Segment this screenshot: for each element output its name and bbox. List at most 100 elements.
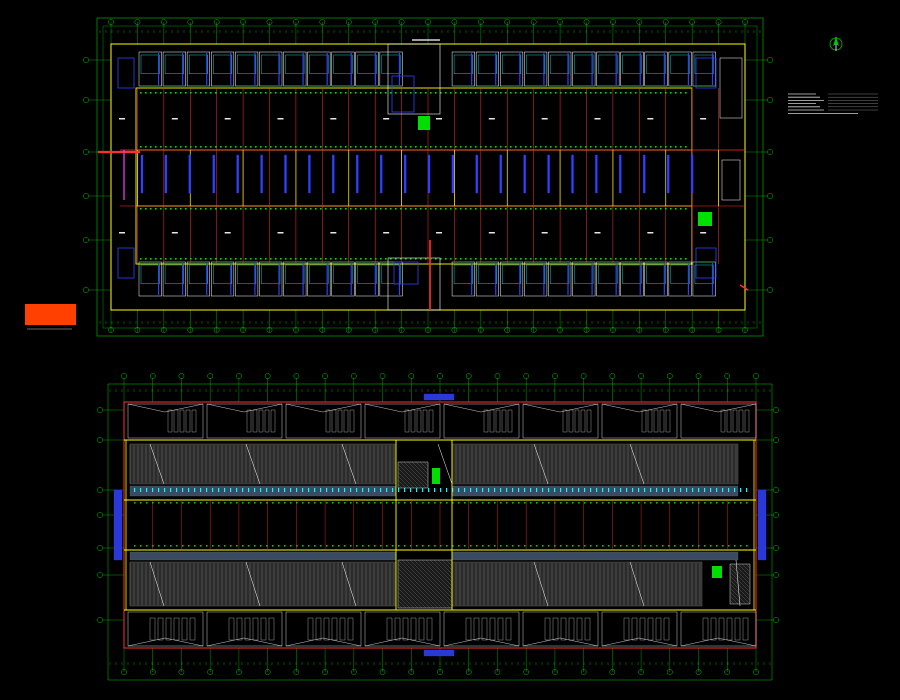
lower-room <box>285 611 362 647</box>
grid-symbol <box>190 208 192 210</box>
vent-symbol <box>167 409 173 433</box>
grid-symbol <box>485 208 487 210</box>
grid-symbol <box>230 545 232 547</box>
grid-symbol <box>185 146 187 148</box>
roof-slope-line <box>522 637 599 647</box>
grid-symbol <box>355 258 357 260</box>
grid-symbol <box>210 208 212 210</box>
grid-symbol <box>542 545 544 547</box>
grid-symbol <box>150 258 152 260</box>
cyan-marker <box>668 488 670 492</box>
grid-symbol <box>595 146 597 148</box>
axis-bubble <box>121 669 127 675</box>
grid-symbol <box>485 92 487 94</box>
grid-symbol <box>575 92 577 94</box>
vent-symbol <box>307 617 314 641</box>
diagonal-hatch-block <box>397 559 453 609</box>
grid-symbol <box>145 146 147 148</box>
grid-symbol <box>215 258 217 260</box>
grid-symbol <box>398 545 400 547</box>
vent-symbol <box>720 409 726 433</box>
grid-symbol <box>278 502 280 504</box>
grid-symbol <box>475 92 477 94</box>
blue-column <box>667 154 670 194</box>
grid-symbol <box>580 208 582 210</box>
grid-symbol <box>584 545 586 547</box>
grid-symbol <box>235 146 237 148</box>
grid-symbol <box>230 92 232 94</box>
room-label-tick <box>383 232 390 234</box>
vent-symbol <box>264 409 270 433</box>
grid-symbol <box>698 545 700 547</box>
grid-symbol <box>140 502 142 504</box>
grid-symbol <box>590 258 592 260</box>
axis-bubble <box>121 373 127 379</box>
cyan-marker <box>536 488 538 492</box>
cyan-marker <box>722 488 724 492</box>
vent-symbol <box>574 409 580 433</box>
hatch-line <box>407 461 429 483</box>
cyan-marker <box>242 488 244 492</box>
vent-symbol <box>349 409 355 433</box>
grid-symbol <box>665 146 667 148</box>
room-furniture <box>237 54 257 74</box>
axis-bubble <box>372 327 379 333</box>
grid-symbol <box>630 92 632 94</box>
vent-symbol <box>481 617 488 641</box>
grid-symbol <box>284 502 286 504</box>
axis-bubble <box>398 19 405 25</box>
grid-symbol <box>635 146 637 148</box>
grid-symbol <box>734 545 736 547</box>
grid-symbol <box>230 502 232 504</box>
grid-symbol <box>335 258 337 260</box>
grid-symbol <box>500 502 502 504</box>
grid-symbol <box>440 146 442 148</box>
grid-symbol <box>590 146 592 148</box>
vent-symbol <box>576 617 583 641</box>
vent-symbol <box>173 409 179 433</box>
room-furniture <box>213 54 233 74</box>
roof-slope-line <box>206 403 283 413</box>
grid-symbol <box>164 545 166 547</box>
vent-symbol <box>244 617 251 641</box>
grid-symbol <box>494 502 496 504</box>
axis-bubble <box>322 373 328 379</box>
grid-symbol <box>188 545 190 547</box>
grid-symbol <box>650 258 652 260</box>
grid-symbol <box>540 146 542 148</box>
hatch-line <box>401 559 451 609</box>
grid-symbol <box>545 208 547 210</box>
grid-symbol <box>644 545 646 547</box>
grid-symbol <box>434 502 436 504</box>
cyan-marker <box>452 488 454 492</box>
grid-symbol <box>236 502 238 504</box>
grid-symbol <box>740 545 742 547</box>
axis-bubble <box>695 669 702 675</box>
green-service-room <box>418 116 430 130</box>
grid-symbol <box>392 502 394 504</box>
room-label-tick <box>171 118 178 120</box>
grid-symbol <box>350 502 352 504</box>
grid-symbol <box>170 258 172 260</box>
grid-symbol <box>680 545 682 547</box>
grid-symbol <box>206 502 208 504</box>
cyan-marker <box>710 488 712 492</box>
grid-symbol <box>560 545 562 547</box>
grid-symbol <box>405 258 407 260</box>
axis-bubble <box>322 669 328 675</box>
room-label-tick <box>171 232 178 234</box>
vent-symbol <box>552 617 559 641</box>
grid-symbol <box>275 258 277 260</box>
grid-symbol <box>160 258 162 260</box>
vent-symbol <box>422 409 428 433</box>
grid-symbol <box>160 146 162 148</box>
grid-symbol <box>416 545 418 547</box>
vent-symbol <box>734 617 741 641</box>
cyan-marker <box>278 488 280 492</box>
grid-symbol <box>410 92 412 94</box>
grid-symbol <box>680 258 682 260</box>
axis-bubble <box>767 149 773 155</box>
grid-symbol <box>698 502 700 504</box>
grid-symbol <box>440 208 442 210</box>
grid-symbol <box>280 258 282 260</box>
